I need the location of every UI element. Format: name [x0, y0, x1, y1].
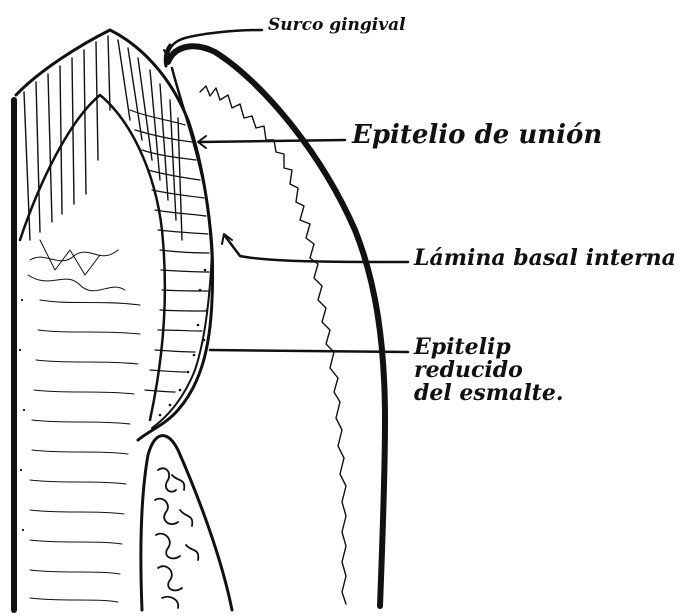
leader-union — [200, 140, 345, 142]
leader-lamina — [225, 236, 408, 262]
wavy-basal-lamina — [200, 86, 346, 604]
label-reducido-line3: del esmalte. — [414, 382, 564, 405]
bone-trabeculae — [155, 468, 198, 608]
label-reducido-line2: reducido — [414, 359, 564, 382]
leader-reducido — [210, 350, 408, 352]
tooth-outer-contour — [16, 30, 213, 440]
alveolar-crest-outer — [141, 436, 232, 610]
dentin-tubules — [30, 300, 140, 602]
reduced-epithelium-boundary — [152, 250, 212, 428]
label-reducido-line1: Epitelip — [414, 336, 564, 359]
label-surco-gingival: Surco gingival — [268, 17, 406, 34]
label-lamina-basal: Lámina basal interna — [414, 247, 676, 269]
label-epitelio-reducido: Epitelip reducido del esmalte. — [414, 336, 564, 405]
label-epitelio-union: Epitelio de unión — [352, 122, 602, 148]
cell-network — [28, 240, 125, 291]
